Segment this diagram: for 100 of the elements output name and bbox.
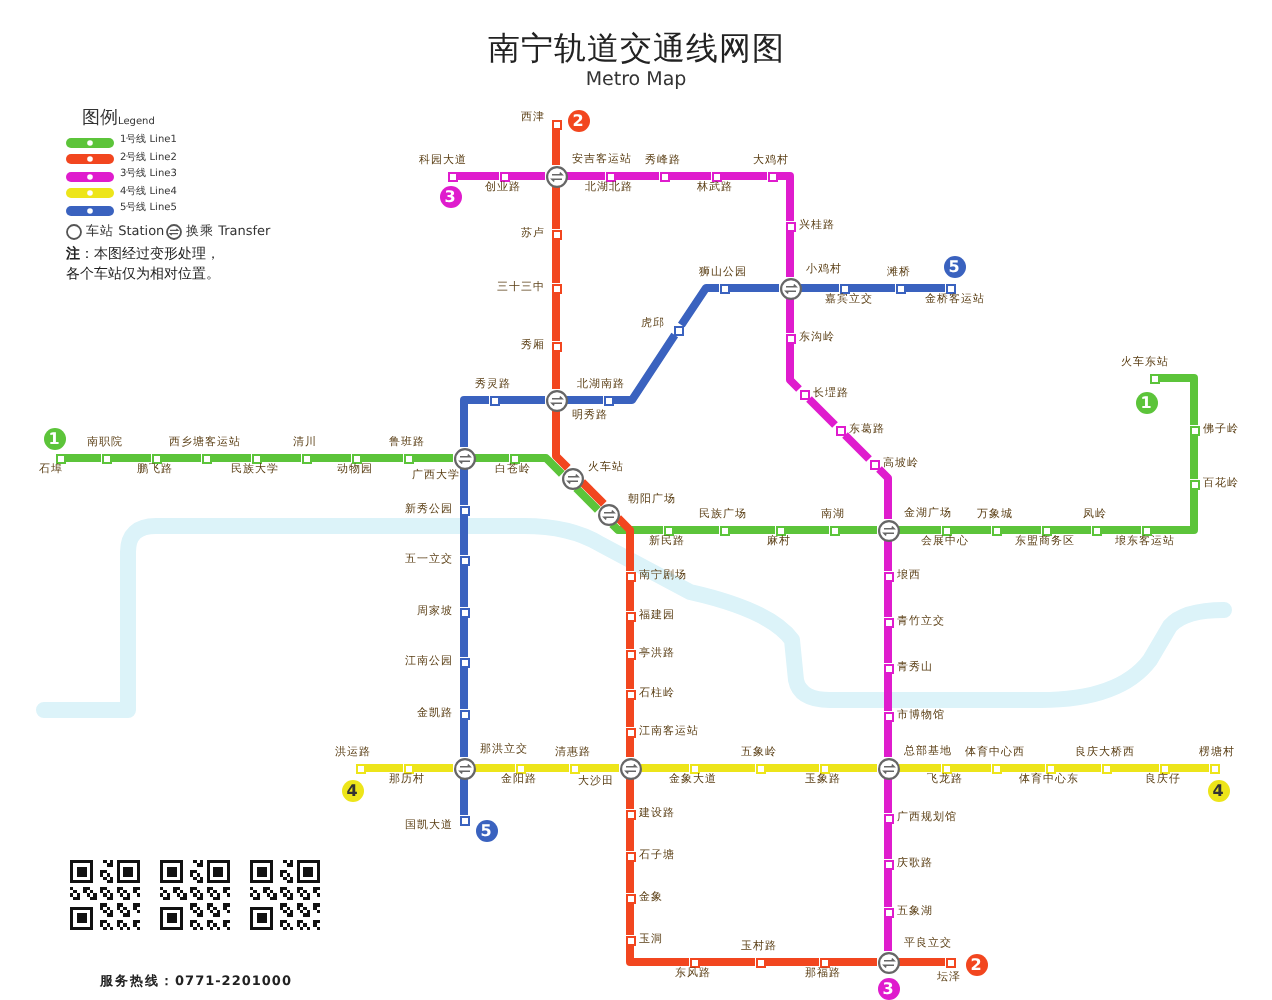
metro-line — [829, 764, 877, 772]
metro-line — [678, 284, 719, 328]
metro-line — [111, 454, 151, 462]
metro-line — [626, 903, 634, 935]
line-badge: 2 — [567, 109, 589, 131]
metro-line — [884, 673, 892, 711]
metro-line — [1159, 374, 1198, 425]
metro-line — [579, 479, 607, 507]
metro-line — [579, 764, 619, 772]
metro-line — [1055, 764, 1101, 772]
line-badge: 4 — [1207, 779, 1229, 801]
metro-line — [519, 454, 565, 477]
metro-line — [849, 284, 895, 292]
line-badge: 1 — [43, 427, 65, 449]
metro-line — [884, 541, 892, 571]
metro-line — [552, 187, 560, 229]
line-badge: 3 — [439, 185, 461, 207]
metro-line — [567, 396, 603, 404]
metro-line — [460, 617, 468, 657]
metro-line — [460, 515, 468, 555]
line-badge: 2 — [965, 953, 987, 975]
line-badge: 5 — [943, 255, 965, 277]
metro-line — [1001, 526, 1041, 534]
metro-line — [552, 411, 571, 471]
metro-line — [460, 667, 468, 709]
metro-line — [829, 958, 877, 966]
metro-line — [786, 299, 794, 333]
metro-line — [786, 343, 802, 392]
metro-line — [626, 699, 634, 727]
metro-line — [842, 432, 872, 462]
metro-line — [839, 526, 877, 534]
metro-line — [884, 779, 892, 813]
metro-line — [475, 764, 515, 772]
subtitle: Metro Map — [585, 69, 687, 91]
metro-line — [884, 823, 892, 859]
metro-line — [669, 172, 711, 180]
metro-line — [552, 129, 560, 165]
metro-line — [721, 172, 767, 180]
line-badge: 1 — [1135, 391, 1157, 413]
metro-line — [460, 719, 468, 757]
metro-line — [699, 764, 755, 772]
metro-line — [765, 764, 819, 772]
metro-line — [615, 172, 659, 180]
metro-line — [801, 284, 839, 292]
metro-line — [413, 454, 453, 462]
metro-line — [806, 396, 838, 428]
metro-line — [884, 627, 892, 663]
metro-line — [460, 565, 468, 607]
metro-line — [626, 737, 634, 757]
metro-line — [626, 659, 634, 689]
metro-line — [884, 721, 892, 757]
metro-line — [786, 231, 794, 277]
metro-line — [876, 466, 892, 519]
metro-line — [457, 172, 499, 180]
metro-line — [460, 469, 468, 505]
metro-line — [1001, 764, 1045, 772]
metro-line — [729, 526, 775, 534]
metro-line — [884, 917, 892, 951]
metro-line — [729, 284, 779, 292]
line-badge: 4 — [341, 779, 363, 801]
metro-line — [626, 621, 634, 649]
metro-line — [626, 861, 634, 893]
metro-line — [1169, 764, 1209, 772]
line-badge: 3 — [877, 977, 899, 999]
metro-line — [1111, 764, 1159, 772]
metro-line — [1051, 526, 1091, 534]
metro-line — [460, 779, 468, 815]
metro-line — [613, 332, 679, 404]
metro-line — [1190, 435, 1198, 479]
metro-line — [552, 293, 560, 341]
legend-title: 图例 — [82, 107, 118, 131]
metro-line — [509, 172, 545, 180]
title: 南宁轨道交通线网图 — [487, 29, 785, 71]
metro-line — [899, 958, 945, 966]
metro-line — [626, 779, 634, 809]
metro-line — [615, 515, 634, 571]
metro-line — [552, 239, 560, 283]
metro-line — [161, 454, 201, 462]
metro-line — [552, 351, 560, 389]
metro-line — [951, 526, 991, 534]
metro-line — [884, 869, 892, 907]
metro-line — [1101, 526, 1141, 534]
metro-line — [765, 958, 819, 966]
metro-line — [261, 454, 301, 462]
metro-line — [905, 284, 945, 292]
metro-line — [361, 454, 403, 462]
metro-line — [567, 172, 605, 180]
metro-line — [899, 526, 941, 534]
line-badge: 5 — [475, 819, 497, 841]
metro-line — [626, 819, 634, 851]
metro-line — [365, 764, 403, 772]
metro-line — [311, 454, 351, 462]
metro-line — [626, 581, 634, 611]
metro-line — [413, 764, 453, 772]
metro-line — [626, 945, 689, 966]
metro-line — [1151, 489, 1198, 534]
metro-line — [460, 396, 489, 447]
metro-line — [641, 764, 689, 772]
metro-line — [951, 764, 991, 772]
metro-line — [673, 526, 719, 534]
